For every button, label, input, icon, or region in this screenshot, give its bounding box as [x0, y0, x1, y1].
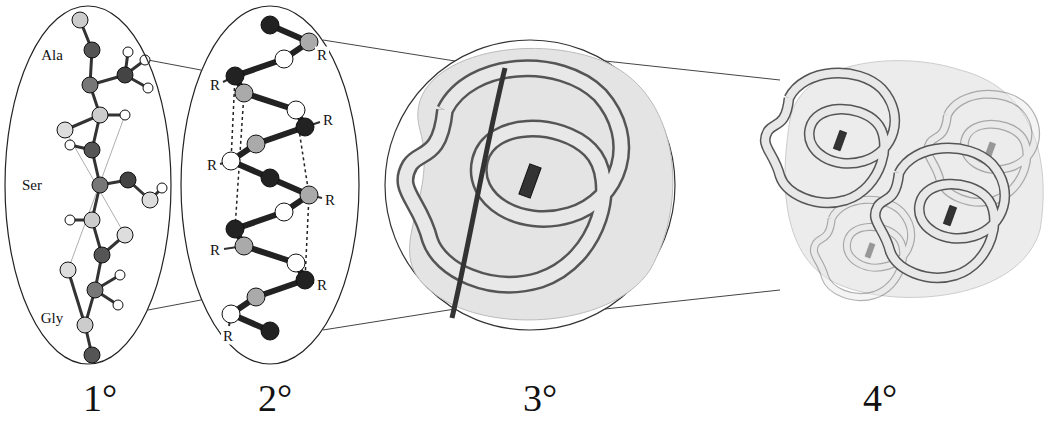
art-line — [148, 60, 201, 70]
art-circle — [120, 110, 130, 120]
structure-level-label: 3° — [523, 379, 557, 417]
art-use — [765, 73, 895, 203]
art-path — [452, 68, 505, 318]
art-line — [68, 270, 85, 325]
residue-name: Ala — [39, 47, 65, 64]
structure-level-label: 4° — [863, 379, 897, 417]
art-line — [231, 76, 235, 161]
art-circle — [222, 305, 240, 323]
art-circle — [84, 212, 100, 228]
art-line — [605, 290, 780, 309]
side-chain-label: R — [205, 157, 219, 174]
art-circle — [84, 142, 100, 158]
art-line — [605, 61, 780, 80]
art-circle — [385, 40, 675, 330]
side-chain-label: R — [321, 112, 335, 129]
art-circle — [247, 135, 265, 153]
art-line — [65, 130, 125, 235]
art-circle — [296, 271, 314, 289]
outline-ellipse — [5, 6, 171, 364]
art-circle — [275, 203, 293, 221]
art-circle — [287, 254, 305, 272]
art-circle — [77, 317, 93, 333]
art-circle — [82, 77, 98, 93]
side-chain-label: R — [221, 328, 235, 345]
art-circle — [123, 47, 133, 57]
art-line — [68, 115, 125, 270]
art-path — [785, 61, 1043, 298]
side-chain-label: R — [208, 242, 222, 259]
art-circle — [261, 169, 279, 187]
structure-level-label: 2° — [258, 379, 292, 417]
art-circle — [247, 288, 265, 306]
art-g — [65, 20, 162, 355]
art-line — [323, 309, 455, 330]
art-line — [148, 300, 201, 310]
side-chain-label: R — [208, 77, 222, 94]
structure-level-label: 1° — [83, 379, 117, 417]
alpha-helix — [220, 16, 322, 340]
art-circle — [72, 12, 88, 28]
art-circle — [87, 282, 103, 298]
side-chain-label: R — [315, 277, 329, 294]
quaternary-assembly — [765, 61, 1043, 298]
art-circle — [60, 262, 76, 278]
residue-name: Ser — [20, 177, 44, 194]
art-circle — [120, 172, 136, 188]
art-circle — [226, 220, 244, 238]
art-circle — [300, 186, 318, 204]
side-chain-label: R — [323, 192, 337, 209]
art-circle — [235, 84, 253, 102]
art-circle — [117, 67, 133, 83]
art-use — [814, 200, 911, 297]
art-circle — [235, 237, 253, 255]
side-chain-label: R — [315, 47, 329, 64]
primary-chain — [57, 12, 167, 363]
art-circle — [261, 16, 279, 34]
art-g — [222, 16, 318, 340]
art-circle — [115, 270, 125, 280]
art-circle — [222, 152, 240, 170]
art-circle — [287, 101, 305, 119]
art-line — [323, 40, 455, 61]
art-circle — [84, 347, 100, 363]
zoom-lines — [148, 40, 780, 330]
primary-circle: AlaSerGly — [4, 5, 172, 365]
art-use — [405, 68, 621, 284]
secondary-circle: R R R R R R R R — [180, 5, 360, 365]
art-use — [875, 148, 1005, 278]
art-circle — [57, 122, 73, 138]
tertiary-fold — [385, 40, 675, 330]
art-circle — [117, 227, 133, 243]
outline-ellipse — [181, 6, 359, 364]
art-circle — [92, 177, 108, 193]
art-circle — [157, 183, 167, 193]
art-circle — [113, 300, 123, 310]
art-circle — [142, 192, 158, 208]
art-circle — [65, 140, 75, 150]
art-circle — [261, 322, 279, 340]
art-circle — [143, 83, 153, 93]
art-circle — [275, 50, 293, 68]
art-circle — [94, 247, 110, 263]
art-circle — [65, 215, 75, 225]
art-g — [231, 76, 309, 280]
art-line — [305, 195, 309, 280]
art-circle — [84, 42, 100, 58]
art-g — [220, 42, 322, 326]
art-g — [57, 12, 167, 363]
art-g — [65, 115, 125, 270]
residue-name: Gly — [39, 310, 66, 327]
art-circle — [226, 67, 244, 85]
art-circle — [296, 118, 314, 136]
art-circle — [92, 107, 108, 123]
node-outline — [180, 5, 360, 365]
